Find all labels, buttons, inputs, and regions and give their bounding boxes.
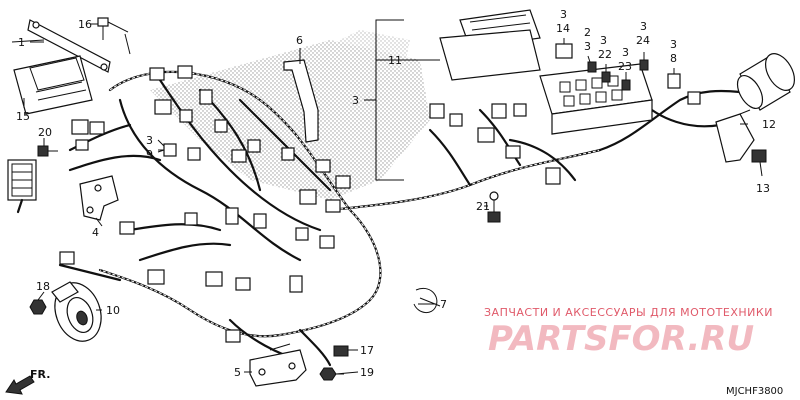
callout-13: 13 [756, 182, 770, 195]
diagram-code: MJCHF3800 [726, 386, 783, 397]
part-21-bolt [487, 191, 501, 223]
callout-18: 18 [36, 280, 50, 293]
part-18-nut [29, 299, 47, 315]
leader-lines [23, 23, 763, 375]
callout-22: 22 [598, 48, 612, 61]
callout-6: 6 [296, 34, 303, 47]
callout-12: 12 [762, 118, 776, 131]
watermark-tagline: ЗАПЧАСТИ И АКСЕССУАРЫ ДЛЯ МОТОТЕХНИКИ [484, 306, 773, 319]
front-label: FR. [30, 368, 50, 381]
part-11-fuse-box-cover [439, 9, 541, 81]
callout-numbers: 16 1 15 20 3 9 4 18 10 6 11 3 21 7 5 17 … [16, 8, 776, 379]
part-16-bolt [97, 17, 129, 40]
part-8-relay [667, 73, 681, 89]
callout-3g: 3 [640, 20, 647, 33]
part-22-fuse [601, 71, 611, 83]
callout-21: 21 [476, 200, 490, 213]
harness-connectors [59, 65, 701, 343]
callout-20: 20 [38, 126, 52, 139]
callout-11: 11 [388, 54, 402, 67]
callout-bracket-11 [364, 19, 440, 181]
part-14-relay [555, 38, 573, 59]
part-2-fuse [587, 61, 597, 73]
watermark: ЗАПЧАСТИ И АКСЕССУАРЫ ДЛЯ МОТОТЕХНИКИ PA… [484, 306, 773, 359]
part-15-ecu [13, 55, 93, 115]
part-24-fuse [639, 59, 649, 71]
callout-9: 9 [146, 148, 153, 161]
callout-3b: 3 [352, 94, 359, 107]
part-4-bracket [79, 175, 119, 221]
callout-3e: 3 [600, 34, 607, 47]
part-12-unit [715, 109, 755, 163]
part-19-bolt [319, 367, 344, 381]
part-13-connector [751, 149, 767, 163]
callout-24: 24 [636, 34, 650, 47]
part-9-connector [158, 143, 201, 161]
part-7-band [413, 288, 441, 313]
callout-7: 7 [440, 298, 447, 311]
callout-16: 16 [78, 18, 92, 31]
fuse-box [539, 63, 653, 135]
left-relay-connector [7, 159, 37, 214]
callout-3d: 3 [584, 40, 591, 53]
main-wire-harness [58, 70, 742, 367]
part-10-horn [51, 281, 102, 342]
part-1-bracket [11, 19, 111, 73]
callout-5: 5 [234, 366, 241, 379]
callout-3c: 3 [560, 8, 567, 21]
callout-19: 19 [360, 366, 374, 379]
cylinder-unit [736, 53, 796, 111]
watermark-logo: PARTSFOR.RU [488, 319, 754, 359]
part-20-bolt [37, 145, 58, 157]
callout-3h: 3 [670, 38, 677, 51]
part-23-fuse [621, 79, 631, 91]
callout-10: 10 [106, 304, 120, 317]
front-arrow-icon [5, 375, 35, 395]
callout-3a: 3 [146, 134, 153, 147]
callout-2: 2 [584, 26, 591, 39]
part-5-bracket [249, 343, 307, 387]
part-17-connector [333, 345, 349, 357]
callout-3f: 3 [622, 46, 629, 59]
front-direction-indicator: FR. [5, 368, 50, 395]
callout-23: 23 [618, 60, 632, 73]
callout-15: 15 [16, 110, 30, 123]
callout-1: 1 [18, 36, 25, 49]
callout-8: 8 [670, 52, 677, 65]
callout-14: 14 [556, 22, 570, 35]
callout-4: 4 [92, 226, 99, 239]
callout-17: 17 [360, 344, 374, 357]
